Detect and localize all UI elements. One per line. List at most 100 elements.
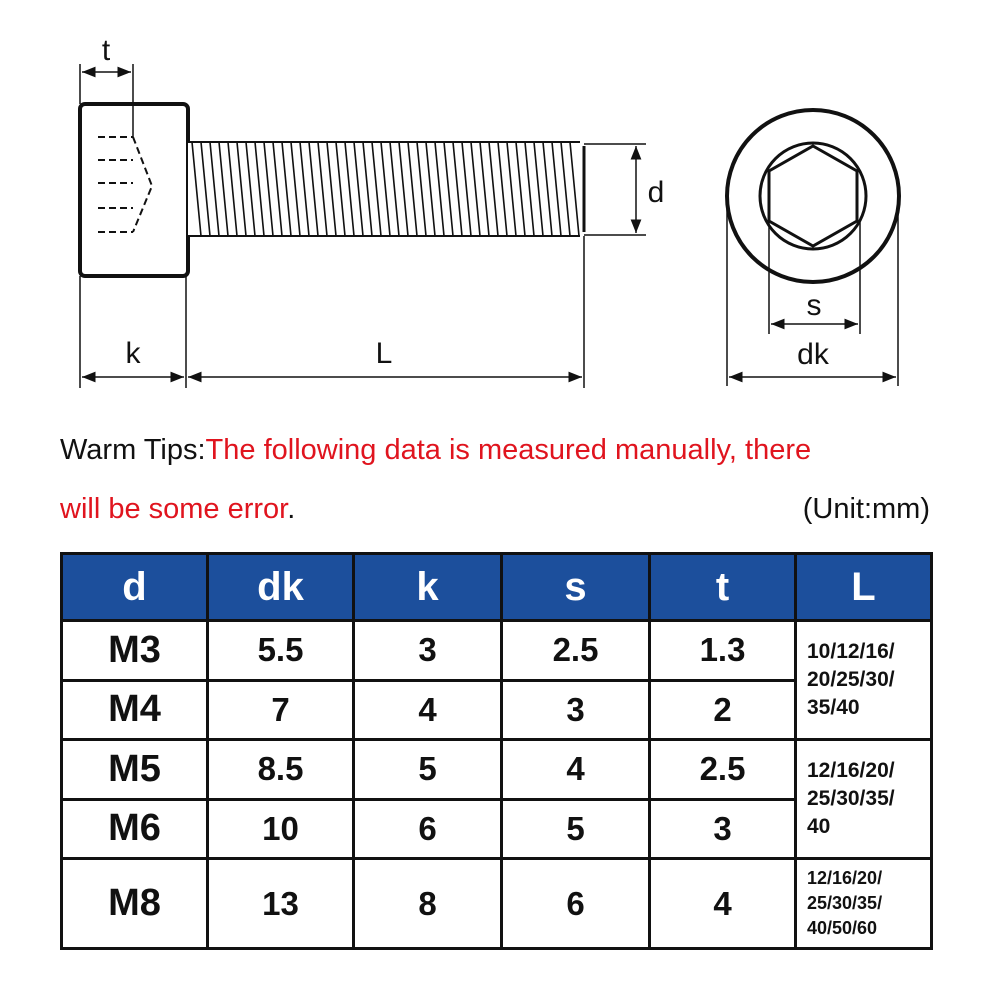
screw-dimension-drawing: t d k L s dk [78, 34, 901, 388]
dimension-d: d [584, 143, 665, 236]
cell-dk: 7 [206, 678, 355, 742]
cell-dk: 5.5 [206, 619, 355, 682]
thread-line [488, 141, 499, 237]
thread-line [227, 141, 238, 237]
thread-line [515, 141, 526, 237]
thread-line [398, 141, 409, 237]
thread-line [299, 141, 310, 237]
cell-k: 3 [352, 619, 503, 682]
header-k: k [352, 552, 503, 622]
thread-line [200, 141, 211, 237]
thread-line [308, 141, 319, 237]
header-t: t [648, 552, 797, 622]
thread-line [191, 141, 202, 237]
thread-line [452, 141, 463, 237]
cell-dk: 13 [206, 857, 355, 950]
thread-line [461, 141, 472, 237]
thread-line [209, 141, 220, 237]
thread-line [317, 141, 328, 237]
thread-line [524, 141, 535, 237]
header-s: s [500, 552, 651, 622]
header-d: d [60, 552, 209, 622]
cell-L-m8: 12/16/20/ 25/30/35/ 40/50/60 [794, 857, 933, 950]
thread-line [245, 141, 256, 237]
thread-line [281, 141, 292, 237]
screw-head-side [78, 102, 190, 278]
thread-line [236, 141, 247, 237]
length-line: 40 [807, 815, 831, 839]
thread-line [416, 141, 427, 237]
cell-k: 5 [352, 738, 503, 801]
length-line: 35/40 [807, 696, 860, 720]
length-line: 40/50/60 [807, 918, 878, 939]
length-line: 10/12/16/ [807, 640, 895, 664]
thread-line [380, 141, 391, 237]
table-row: M5 8.5 5 4 2.5 12/16/20/ 25/30/35/ 40 [60, 738, 933, 861]
thread-line [335, 141, 346, 237]
size-table: d dk k s t L M3 5.5 3 2.5 1.3 10/12/16/ … [60, 552, 933, 950]
thread-line [263, 141, 274, 237]
thread-line [497, 141, 508, 237]
thread-line [272, 141, 283, 237]
thread-line [443, 141, 454, 237]
warm-tips-text-1: The following data is measured manually,… [205, 434, 812, 466]
thread-line [389, 141, 400, 237]
thread-line [569, 141, 580, 237]
thread-line [326, 141, 337, 237]
warm-tips-period: . [287, 493, 296, 525]
cell-s: 3 [500, 678, 651, 742]
thread-line [362, 141, 373, 237]
thread-line [353, 141, 364, 237]
screw-head-top [725, 108, 901, 284]
cell-s: 2.5 [500, 619, 651, 682]
dimension-k: k [79, 276, 187, 388]
length-line: 25/30/35/ [807, 787, 895, 811]
thread-line [218, 141, 229, 237]
cell-t: 4 [648, 857, 797, 950]
thread-line [560, 141, 571, 237]
thread-line [542, 141, 553, 237]
warm-tips-prefix: Warm Tips: [60, 434, 206, 466]
thread-line [470, 141, 481, 237]
cell-k: 6 [352, 797, 503, 861]
header-dk: dk [206, 552, 355, 622]
dimension-t: t [79, 34, 134, 137]
cell-s: 4 [500, 738, 651, 801]
thread-line [551, 141, 562, 237]
dimension-s: s [768, 221, 861, 334]
cell-t: 2.5 [648, 738, 797, 801]
cell-d: M5 [60, 738, 209, 801]
warm-tips-text-2: will be some error [60, 493, 288, 525]
header-L: L [794, 552, 933, 622]
thread-line [254, 141, 265, 237]
cell-k: 4 [352, 678, 503, 742]
dimension-t-label: t [102, 34, 111, 67]
dimension-s-label: s [807, 289, 822, 322]
warm-tips-line-1: Warm Tips:The following data is measured… [60, 433, 811, 467]
cell-t: 1.3 [648, 619, 797, 682]
table-row: M4 7 4 3 2 [60, 678, 932, 742]
cell-d: M6 [60, 797, 209, 861]
cell-dk: 10 [206, 797, 355, 861]
dimension-k-label: k [126, 337, 142, 370]
dimension-d-label: d [648, 176, 665, 209]
cell-d: M3 [60, 619, 209, 682]
cell-d: M4 [60, 678, 209, 742]
table-header-row: d dk k s t L [60, 552, 933, 622]
dimension-L-label: L [376, 337, 393, 370]
thread-line [371, 141, 382, 237]
length-line: 20/25/30/ [807, 668, 895, 692]
unit-note: (Unit:mm) [802, 493, 930, 525]
dimension-dk: dk [726, 196, 899, 386]
cell-L-m5-m6: 12/16/20/ 25/30/35/ 40 [794, 738, 933, 861]
table-row: M6 10 6 5 3 [60, 797, 932, 861]
thread-line [434, 141, 445, 237]
cell-s: 5 [500, 797, 651, 861]
screw-thread-side [188, 141, 586, 237]
cell-L-m3-m4: 10/12/16/ 20/25/30/ 35/40 [794, 618, 933, 742]
cell-dk: 8.5 [206, 738, 355, 801]
cell-t: 2 [648, 678, 797, 742]
thread-line [506, 141, 517, 237]
thread-line [290, 141, 301, 237]
thread-line [425, 141, 436, 237]
